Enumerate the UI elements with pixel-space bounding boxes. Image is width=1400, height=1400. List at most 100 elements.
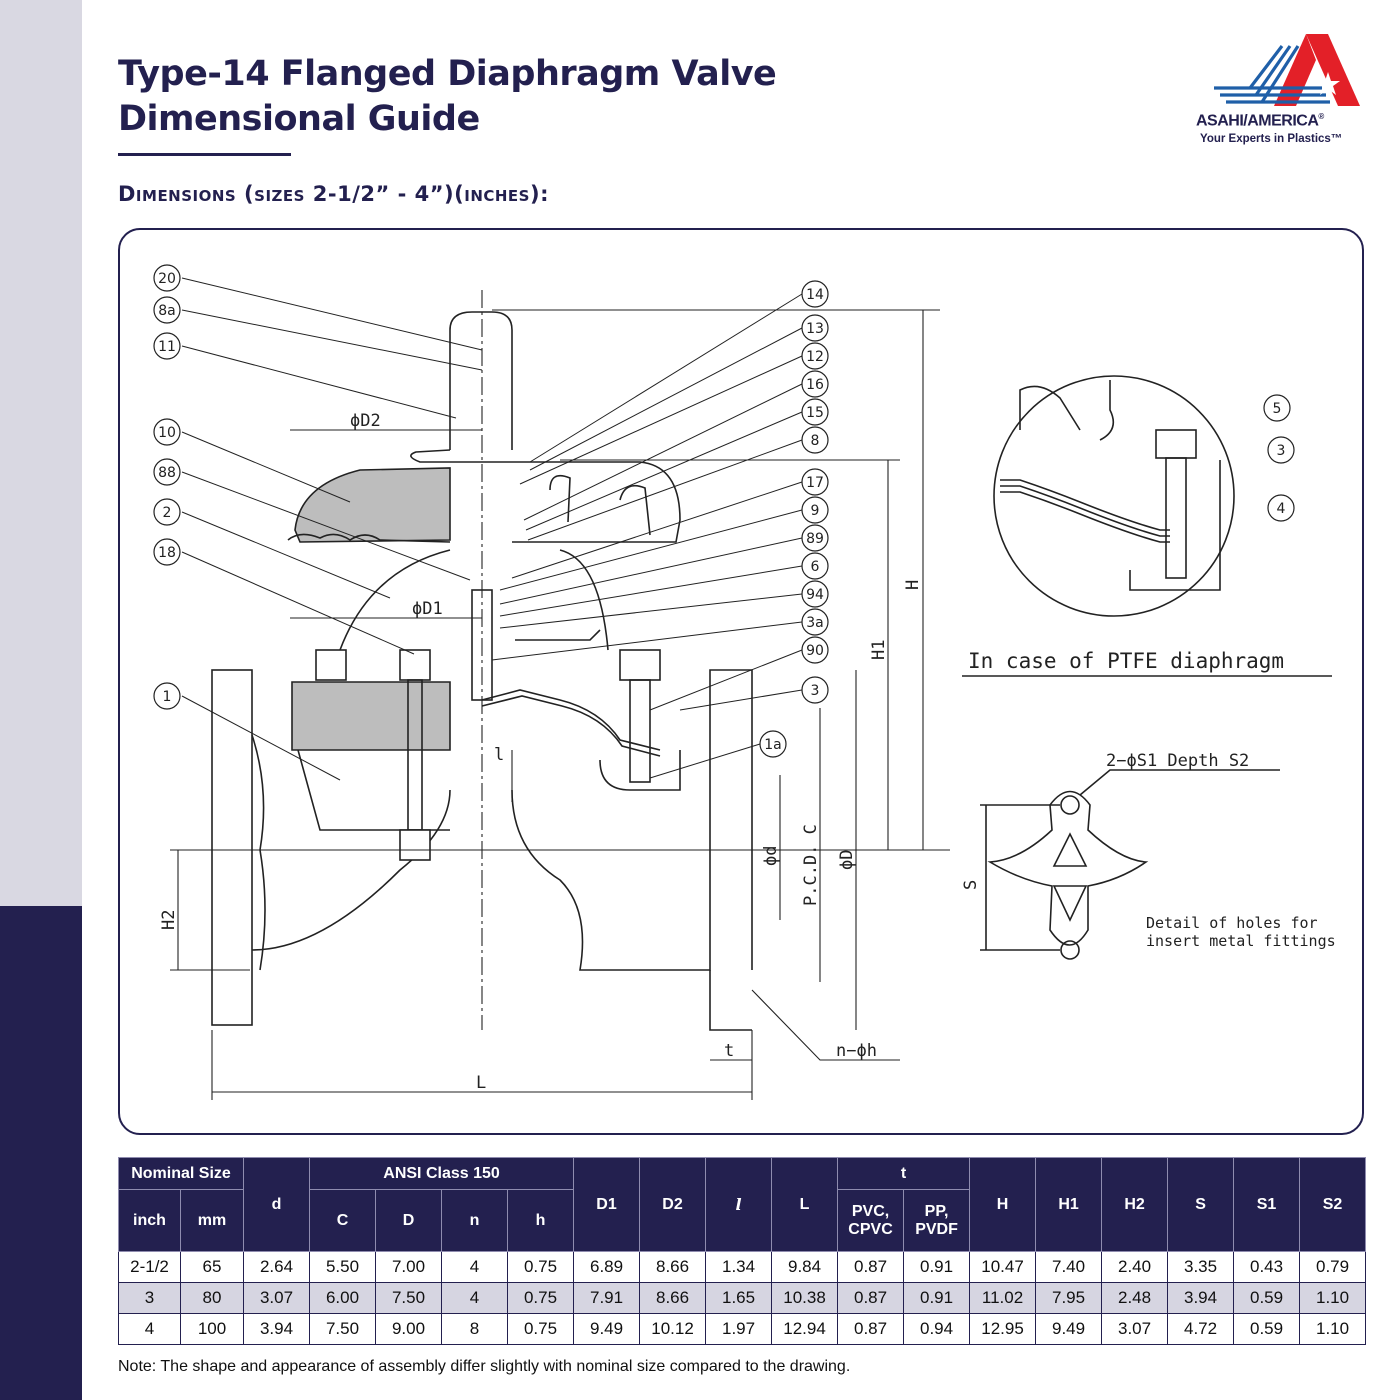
part-number: 3	[811, 683, 820, 699]
sidebar-accent-dark	[0, 906, 82, 1400]
header-s: S	[1167, 1157, 1235, 1252]
dim-label-od: ϕd	[761, 846, 781, 866]
section-subtitle: Dimensions (sizes 2-1/2” - 4”)(inches):	[118, 182, 549, 206]
header-pp-pvdf: PP,PVDF	[903, 1189, 971, 1252]
table-cell: 2.40	[1101, 1251, 1169, 1283]
table-cell: 12.95	[969, 1313, 1037, 1345]
ptfe-detail	[993, 375, 1235, 617]
dim-label-t: t	[724, 1041, 734, 1061]
table-cell: 1.65	[705, 1282, 773, 1314]
part-number: 12	[806, 349, 824, 365]
part-number: 8a	[158, 303, 176, 319]
table-cell: 0.87	[837, 1251, 905, 1283]
table-cell: 0.87	[837, 1282, 905, 1314]
header-h-total: H	[969, 1157, 1037, 1252]
header-n: n	[441, 1189, 509, 1252]
table-cell: 9.49	[573, 1313, 641, 1345]
header-d1: D1	[573, 1157, 641, 1252]
title-line-1: Type-14 Flanged Diaphragm Valve	[118, 54, 777, 94]
part-number: 2	[163, 505, 172, 521]
dim-label-h1: H1	[869, 640, 889, 660]
table-cell: 80	[179, 1282, 245, 1314]
table-cell: 0.59	[1233, 1282, 1301, 1314]
table-cell: 2-1/2	[118, 1251, 181, 1283]
table-cell: 4	[441, 1282, 509, 1314]
dim-label-s: S	[961, 880, 981, 890]
dim-label-od2: ϕD2	[350, 411, 381, 431]
table-cell: 2.64	[243, 1251, 311, 1283]
header-t: t	[837, 1157, 971, 1190]
header-l-small: l	[705, 1157, 773, 1252]
part-number: 88	[158, 465, 176, 481]
holes-caption-line-1: Detail of holes for	[1146, 914, 1318, 932]
dim-label-nh: n−ϕh	[836, 1041, 877, 1061]
table-cell: 7.91	[573, 1282, 641, 1314]
part-number: 10	[158, 425, 176, 441]
table-cell: 0.75	[507, 1282, 575, 1314]
page-title: Type-14 Flanged Diaphragm Valve Dimensio…	[118, 52, 777, 142]
header-d2: D2	[639, 1157, 707, 1252]
part-number: 8	[811, 433, 820, 449]
part-number: 17	[806, 475, 824, 491]
drawing-panel: 20 8a 11 10 88 2 18 1 14 13 12 16 15 8 1…	[118, 228, 1364, 1135]
table-cell: 11.02	[969, 1282, 1037, 1314]
header-inch: inch	[118, 1189, 181, 1252]
header-h2: H2	[1101, 1157, 1169, 1252]
table-cell: 0.59	[1233, 1313, 1301, 1345]
part-number: 89	[806, 531, 824, 547]
table-cell: 7.95	[1035, 1282, 1103, 1314]
header-s1: S1	[1233, 1157, 1301, 1252]
dim-label-l-small: l	[494, 745, 504, 765]
footnote: Note: The shape and appearance of assemb…	[118, 1358, 851, 1375]
part-number: 18	[158, 545, 176, 561]
table-cell: 4.72	[1167, 1313, 1235, 1345]
table-cell: 5.50	[309, 1251, 377, 1283]
part-number: 1	[163, 689, 172, 705]
table-cell: 2.48	[1101, 1282, 1169, 1314]
logo-triangle-icon	[1214, 34, 1360, 106]
header-mm: mm	[179, 1189, 245, 1252]
table-cell: 100	[179, 1313, 245, 1345]
header-flange-d: D	[375, 1189, 443, 1252]
part-number: 6	[811, 559, 820, 575]
title-line-2: Dimensional Guide	[118, 99, 480, 139]
table-cell: 0.91	[903, 1282, 971, 1314]
table-cell: 1.10	[1299, 1282, 1367, 1314]
header-h: h	[507, 1189, 575, 1252]
table-cell: 6.00	[309, 1282, 377, 1314]
sidebar-accent-light	[0, 0, 82, 906]
table-cell: 0.87	[837, 1313, 905, 1345]
dimensions-table: Nominal Size d ANSI Class 150 D1 D2 l L …	[117, 1157, 1367, 1345]
part-number: 90	[806, 643, 824, 659]
table-cell: 0.75	[507, 1251, 575, 1283]
table-cell: 9.00	[375, 1313, 443, 1345]
table-cell: 4	[118, 1313, 181, 1345]
table-cell: 3.35	[1167, 1251, 1235, 1283]
header-c: C	[309, 1189, 377, 1252]
table-cell: 8.66	[639, 1282, 707, 1314]
header-d: d	[243, 1157, 311, 1252]
part-number: 13	[806, 321, 824, 337]
table-cell: 8.66	[639, 1251, 707, 1283]
part-number: 4	[1277, 501, 1286, 517]
dim-label-od1: ϕD1	[412, 599, 443, 619]
dim-label-l: L	[476, 1073, 486, 1093]
table-cell: 10.38	[771, 1282, 839, 1314]
table-cell: 7.00	[375, 1251, 443, 1283]
part-number: 3	[1277, 443, 1286, 459]
part-number: 3a	[806, 615, 824, 631]
table-cell: 65	[179, 1251, 245, 1283]
table-cell: 6.89	[573, 1251, 641, 1283]
table-cell: 1.97	[705, 1313, 773, 1345]
part-number: 9	[811, 503, 820, 519]
table-cell: 0.94	[903, 1313, 971, 1345]
dim-label-od-flange: ϕD	[837, 850, 857, 870]
header-s2: S2	[1299, 1157, 1367, 1252]
table-cell: 4	[441, 1251, 509, 1283]
part-number: 16	[806, 377, 824, 393]
table-cell: 0.79	[1299, 1251, 1367, 1283]
title-underline	[118, 153, 291, 156]
part-number: 14	[806, 287, 824, 303]
